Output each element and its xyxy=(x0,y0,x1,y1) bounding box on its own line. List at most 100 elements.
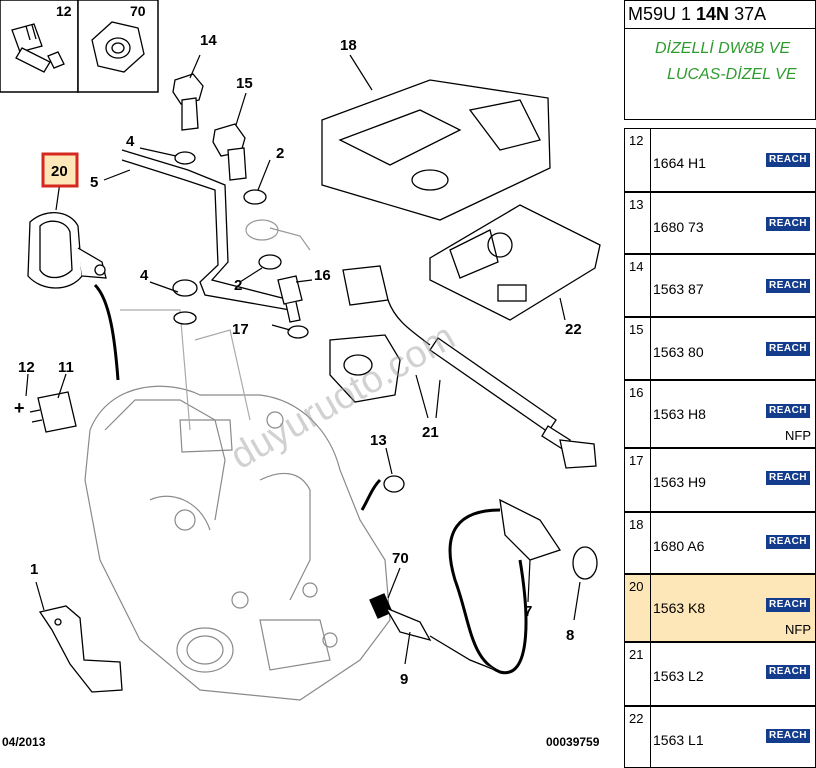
row-divider xyxy=(650,575,651,641)
model-ref-header: M59U 1 14N 37A xyxy=(624,0,816,29)
row-divider xyxy=(650,449,651,511)
injection-pump-body xyxy=(84,309,391,701)
reach-badge[interactable]: REACH xyxy=(766,217,810,231)
sensor-harness-21 xyxy=(329,265,597,469)
reach-badge[interactable]: REACH xyxy=(766,404,810,418)
callout-8[interactable]: 8 xyxy=(566,627,574,644)
part-row[interactable]: 16 1563 H8 REACH NFP xyxy=(624,380,816,448)
part-row[interactable]: 18 1680 A6 REACH xyxy=(624,512,816,574)
engine-line-2: LUCAS-DİZEL VE xyxy=(667,66,797,83)
leader-lines xyxy=(25,54,581,665)
ref-suffix: 37A xyxy=(729,4,767,24)
part-row[interactable]: 21 1563 L2 REACH xyxy=(624,642,816,706)
part-number[interactable]: 1664 H1 xyxy=(653,155,706,171)
reach-badge[interactable]: REACH xyxy=(766,665,810,679)
part-number[interactable]: 1563 L2 xyxy=(653,668,704,684)
part-row[interactable]: 12 1664 H1 REACH xyxy=(624,128,816,192)
row-divider xyxy=(650,707,651,767)
part-row-number: 15 xyxy=(629,322,644,337)
part-row-number: 17 xyxy=(629,453,644,468)
callout-11[interactable]: 11 xyxy=(58,359,74,376)
washer-2-upper xyxy=(243,189,267,205)
callout-1[interactable]: 1 xyxy=(30,561,38,578)
callout-5[interactable]: 5 xyxy=(90,174,98,191)
fuel-return-pipe xyxy=(121,149,291,325)
callout-2-lower[interactable]: 2 xyxy=(234,277,242,294)
ref-bold: 14N xyxy=(696,4,730,24)
callout-17[interactable]: 17 xyxy=(232,321,249,338)
reach-badge[interactable]: REACH xyxy=(766,279,810,293)
leader-20-curve xyxy=(93,283,120,381)
reach-badge[interactable]: REACH xyxy=(766,471,810,485)
part-row-number: 22 xyxy=(629,711,644,726)
callout-16[interactable]: 16 xyxy=(314,267,331,284)
banjo-bolt-15 xyxy=(212,123,247,181)
callout-15[interactable]: 15 xyxy=(236,75,253,92)
seal-17 xyxy=(287,325,309,339)
part-row[interactable]: 15 1563 80 REACH xyxy=(624,317,816,380)
part-row-number: 12 xyxy=(629,133,644,148)
part-row[interactable]: 22 1563 L1 REACH xyxy=(624,706,816,768)
reach-badge[interactable]: REACH xyxy=(766,342,810,356)
reach-badge[interactable]: REACH xyxy=(766,153,810,167)
exploded-parts-diagram: 12 70 xyxy=(0,0,601,749)
nfp-flag: NFP xyxy=(785,622,811,637)
ref-prefix: M59U 1 xyxy=(628,4,697,24)
part-row-number: 14 xyxy=(629,259,644,274)
cross-marker: + xyxy=(14,398,25,418)
harness-kit-box-18 xyxy=(321,79,551,221)
callout-9[interactable]: 9 xyxy=(400,671,408,688)
part-row-number: 13 xyxy=(629,197,644,212)
banjo-fitting xyxy=(245,219,311,251)
reach-badge[interactable]: REACH xyxy=(766,535,810,549)
callout-4-lower[interactable]: 4 xyxy=(140,267,149,284)
part-row-number: 20 xyxy=(629,579,644,594)
callout-2-upper[interactable]: 2 xyxy=(276,145,284,162)
part-row[interactable]: 13 1680 73 REACH xyxy=(624,192,816,254)
washer-13 xyxy=(383,475,405,493)
callout-4-upper[interactable]: 4 xyxy=(126,133,135,150)
part-number[interactable]: 1563 80 xyxy=(653,344,704,360)
screw-part-icon xyxy=(11,23,65,73)
connector-11 xyxy=(29,391,77,433)
part-number[interactable]: 1563 L1 xyxy=(653,732,704,748)
part-row[interactable]: 14 1563 87 REACH xyxy=(624,254,816,317)
harness-kit-box-22 xyxy=(429,204,601,321)
reach-badge[interactable]: REACH xyxy=(766,598,810,612)
part-row[interactable]: 17 1563 H9 REACH xyxy=(624,448,816,512)
engine-line-1: DİZELLİ DW8B VE xyxy=(655,40,791,57)
selected-callout-box[interactable] xyxy=(41,152,79,188)
part-number[interactable]: 1680 A6 xyxy=(653,538,705,554)
callout-7[interactable]: 7 xyxy=(524,603,532,620)
adjusting-screw-9 xyxy=(369,593,501,673)
callout-12[interactable]: 12 xyxy=(18,359,35,376)
part-number[interactable]: 1563 H8 xyxy=(653,406,706,422)
callout-13[interactable]: 13 xyxy=(370,432,387,449)
solenoid-valve-16 xyxy=(277,275,303,323)
washer-2-lower xyxy=(258,254,282,270)
callout-20[interactable]: 20 xyxy=(51,163,68,180)
row-divider xyxy=(650,193,651,253)
nfp-flag: NFP xyxy=(785,428,811,443)
callout-70[interactable]: 70 xyxy=(392,550,409,567)
callout-14[interactable]: 14 xyxy=(200,32,217,49)
part-number[interactable]: 1563 K8 xyxy=(653,600,706,616)
part-row-selected[interactable]: 20 1563 K8 REACH NFP xyxy=(624,574,816,642)
stop-solenoid-20 xyxy=(27,212,107,289)
reach-badge[interactable]: REACH xyxy=(766,729,810,743)
row-divider xyxy=(650,129,651,191)
callout-22[interactable]: 22 xyxy=(565,321,582,338)
callout-21[interactable]: 21 xyxy=(422,424,439,441)
leader-13-curve xyxy=(360,478,382,511)
row-divider xyxy=(650,318,651,379)
parts-panel: M59U 1 14N 37A DİZELLİ DW8B VE LUCAS-DİZ… xyxy=(624,0,816,768)
part-number[interactable]: 1680 73 xyxy=(653,219,704,235)
row-divider xyxy=(650,513,651,573)
part-row-number: 18 xyxy=(629,517,644,532)
row-divider xyxy=(650,381,651,447)
engine-description: DİZELLİ DW8B VE LUCAS-DİZEL VE xyxy=(624,28,816,120)
part-number[interactable]: 1563 87 xyxy=(653,281,704,297)
part-number[interactable]: 1563 H9 xyxy=(653,474,706,490)
callout-18[interactable]: 18 xyxy=(340,37,357,54)
part-row-number: 16 xyxy=(629,385,644,400)
